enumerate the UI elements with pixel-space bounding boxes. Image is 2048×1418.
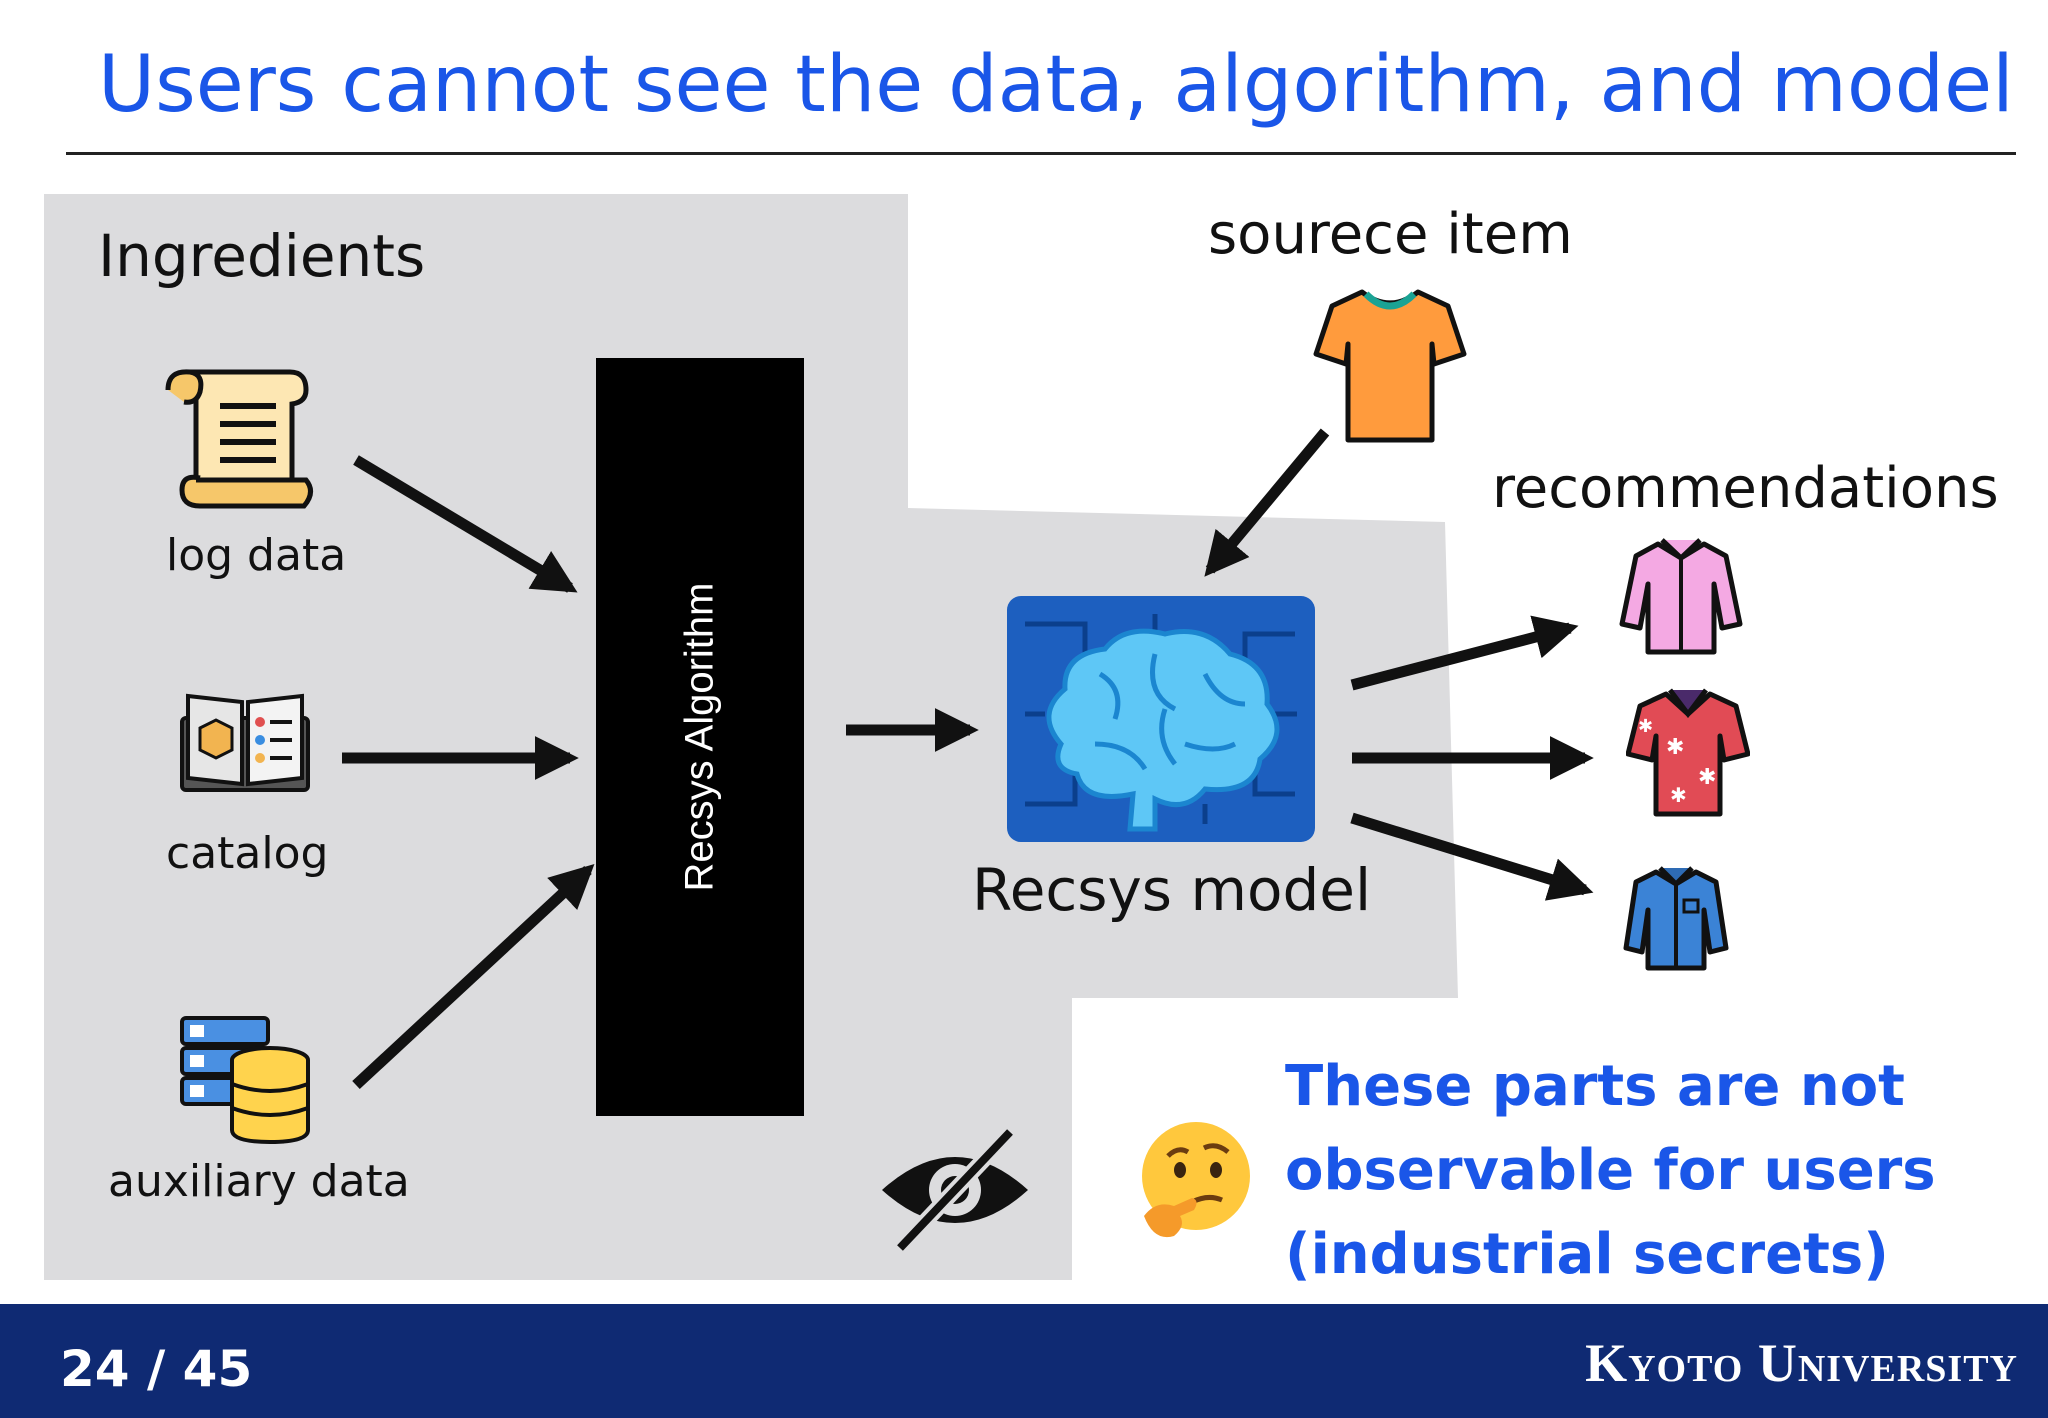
catalog-book-icon xyxy=(180,693,310,792)
note-line-1: These parts are not xyxy=(1285,1054,1905,1119)
hidden-parts-note: These parts are not observable for users… xyxy=(1285,1045,1985,1297)
catalog-label: catalog xyxy=(166,828,329,879)
brain-circuit-icon xyxy=(1007,596,1315,842)
svg-text:✱: ✱ xyxy=(1638,716,1653,737)
red-hawaiian-shirt-icon: ✱ ✱ ✱ ✱ xyxy=(1626,688,1750,817)
svg-text:✱: ✱ xyxy=(1670,783,1687,807)
footer-bar xyxy=(0,1304,2048,1418)
recsys-model-label: Recsys model xyxy=(972,856,1372,924)
scroll-icon xyxy=(165,369,313,509)
svg-text:✱: ✱ xyxy=(1666,735,1684,760)
database-icon xyxy=(180,1016,310,1144)
slide-title: Users cannot see the data, algorithm, an… xyxy=(98,40,2014,130)
thinking-face-icon xyxy=(1142,1122,1250,1238)
svg-text:✱: ✱ xyxy=(1698,765,1716,790)
pink-shirt-icon xyxy=(1619,538,1743,655)
blue-denim-shirt-icon xyxy=(1623,866,1729,971)
recsys-algorithm-label: Recsys Algorithm xyxy=(677,582,722,892)
eye-slash-icon xyxy=(882,1126,1028,1254)
arrow-model-to-rec3 xyxy=(1350,812,1594,901)
page-number: 24 / 45 xyxy=(60,1340,253,1398)
log-data-label: log data xyxy=(166,530,347,581)
orange-tshirt-icon xyxy=(1313,289,1467,443)
arrow-source-to-model xyxy=(1204,428,1330,577)
institution-name: Kyoto University xyxy=(1585,1333,2018,1393)
arrow-auxdata-to-algorithm xyxy=(352,864,595,1090)
recsys-algorithm-box xyxy=(596,358,804,1116)
title-divider xyxy=(66,152,2016,155)
ingredients-heading: Ingredients xyxy=(98,222,426,290)
recommendations-label: recommendations xyxy=(1492,456,1999,521)
source-item-label: sourece item xyxy=(1208,202,1573,267)
arrow-model-to-rec1 xyxy=(1350,615,1579,691)
auxiliary-data-label: auxiliary data xyxy=(108,1156,410,1207)
arrow-logdata-to-algorithm xyxy=(353,455,578,593)
note-line-3: (industrial secrets) xyxy=(1285,1222,1889,1287)
note-line-2: observable for users xyxy=(1285,1138,1936,1203)
